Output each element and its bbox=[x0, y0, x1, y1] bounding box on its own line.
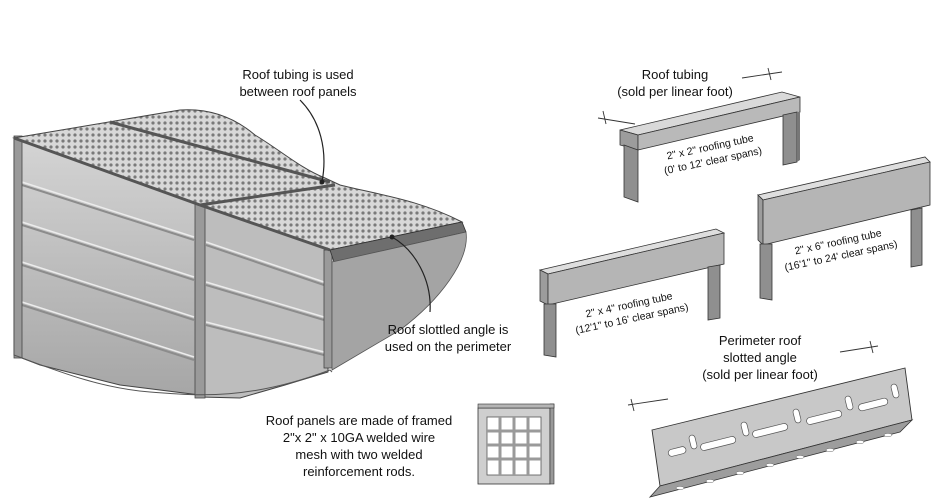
roof-mesh-panels bbox=[12, 109, 464, 251]
callout-roof-tubing-between-panels: Roof tubing is used between roof panels bbox=[218, 66, 378, 100]
callout-line: reinforcement rods. bbox=[303, 464, 415, 479]
slotted-angle-title-2: slotted angle bbox=[723, 350, 797, 365]
corner-post-right bbox=[323, 249, 333, 369]
enclosure-illustration bbox=[12, 109, 467, 399]
slotted-angle-heading: Perimeter roof slotted angle (sold per l… bbox=[680, 332, 840, 383]
roof-panel-illustration bbox=[477, 403, 555, 485]
slotted-angle-subtitle: (sold per linear foot) bbox=[702, 367, 818, 382]
callout-line: mesh with two welded bbox=[295, 447, 423, 462]
callout-line: between roof panels bbox=[239, 84, 357, 99]
callout-line: 2"x 2" x 10GA welded wire bbox=[282, 430, 436, 445]
roof-tubing-title: Roof tubing bbox=[641, 67, 709, 82]
roof-tubing-heading: Roof tubing (sold per linear foot) bbox=[600, 66, 750, 100]
callout-roof-panels: Roof panels are made of framed 2"x 2" x … bbox=[254, 412, 464, 480]
slotted-angle-illustration bbox=[627, 340, 914, 498]
corner-post-left bbox=[13, 135, 23, 359]
right-wall-panel-lines bbox=[205, 244, 325, 356]
roof-tubing-lines bbox=[13, 120, 336, 252]
enclosure-side-cut bbox=[331, 231, 467, 371]
callout-slotted-angle-perimeter: Roof slottled angle is used on the perim… bbox=[368, 321, 528, 355]
callout-line: Roof slottled angle is bbox=[387, 322, 509, 337]
callout-line: Roof tubing is used bbox=[242, 67, 354, 82]
roof-tube-2x4-illustration bbox=[538, 228, 726, 358]
callout-line: Roof panels are made of framed bbox=[265, 413, 453, 428]
roof-tube-2x2-illustration bbox=[597, 67, 801, 203]
corner-post-front bbox=[194, 202, 206, 399]
slotted-angle-title: Perimeter roof bbox=[718, 333, 802, 348]
roof-tubing-subtitle: (sold per linear foot) bbox=[617, 84, 733, 99]
callout-line: used on the perimeter bbox=[384, 339, 512, 354]
roof-tube-2x6-illustration bbox=[757, 156, 931, 301]
callout-leader-lines bbox=[299, 99, 431, 313]
left-wall-panel-lines bbox=[21, 184, 195, 361]
